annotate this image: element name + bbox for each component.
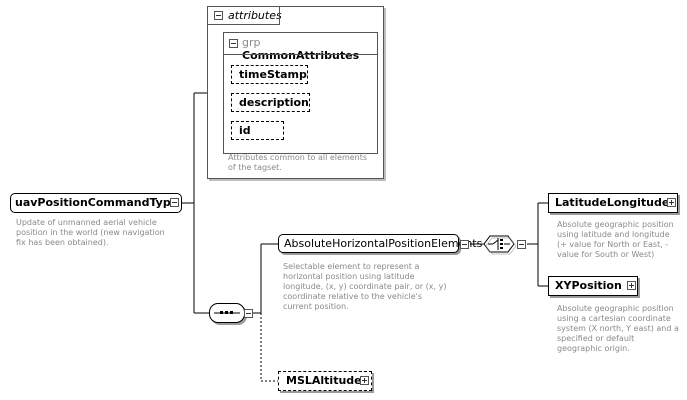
- xy-position-element[interactable]: XYPosition: [548, 276, 638, 296]
- attributes-doc: Attributes common to all elements of the…: [228, 153, 368, 172]
- attribute-id-label: id: [239, 124, 251, 137]
- attribute-description-label: description: [239, 96, 309, 109]
- collapse-icon[interactable]: [170, 198, 179, 207]
- attributes-collapse-icon[interactable]: [214, 11, 223, 20]
- choice-icon: [484, 235, 516, 255]
- xy-position-doc: Absolute geographic position using a car…: [557, 304, 679, 353]
- group-name: CommonAttributes: [242, 49, 360, 62]
- attribute-timestamp-label: timeStamp: [239, 68, 307, 81]
- common-attributes-group: grp CommonAttributes timeStamp descripti…: [223, 32, 378, 154]
- group-header: grp CommonAttributes: [242, 36, 377, 62]
- group-prefix: grp: [242, 36, 261, 49]
- absolute-position-element[interactable]: AbsoluteHorizontalPositionElements: [278, 234, 482, 253]
- sequence-icon: [214, 311, 240, 314]
- root-element-label: uavPositionCommandType: [15, 196, 179, 209]
- group-collapse-icon[interactable]: [229, 39, 238, 48]
- absolute-collapse-icon[interactable]: [460, 240, 469, 249]
- sequence-collapse-icon[interactable]: [244, 309, 253, 318]
- expand-icon[interactable]: [667, 198, 676, 207]
- attribute-description[interactable]: description: [231, 93, 310, 112]
- group-header-divider: [224, 54, 377, 55]
- attributes-title-divider-vertical: [279, 7, 280, 25]
- latitude-longitude-element[interactable]: LatitudeLongitude: [548, 193, 678, 213]
- latitude-longitude-doc: Absolute geographic position using latit…: [557, 220, 674, 259]
- absolute-position-label: AbsoluteHorizontalPositionElements: [284, 237, 483, 250]
- absolute-position-doc: Selectable element to represent a horizo…: [283, 262, 447, 311]
- root-element-doc: Update of unmanned aerial vehicle positi…: [16, 218, 165, 247]
- choice-compositor[interactable]: [484, 235, 516, 255]
- attributes-title-divider: [208, 24, 280, 25]
- latitude-longitude-label: LatitudeLongitude: [555, 196, 670, 209]
- msl-altitude-label: MSLAltitude: [286, 374, 362, 387]
- sequence-compositor[interactable]: [209, 303, 245, 323]
- attributes-frame: attributes grp CommonAttributes timeStam…: [207, 6, 384, 179]
- attribute-id[interactable]: id: [231, 121, 284, 140]
- xy-position-label: XYPosition: [555, 279, 622, 292]
- expand-icon[interactable]: [627, 281, 636, 290]
- choice-collapse-icon[interactable]: [517, 240, 526, 249]
- attribute-timestamp[interactable]: timeStamp: [231, 65, 308, 84]
- expand-icon[interactable]: [360, 376, 369, 385]
- attributes-title: attributes: [228, 9, 282, 22]
- msl-altitude-element[interactable]: MSLAltitude: [278, 371, 372, 391]
- root-element[interactable]: uavPositionCommandType: [10, 193, 182, 213]
